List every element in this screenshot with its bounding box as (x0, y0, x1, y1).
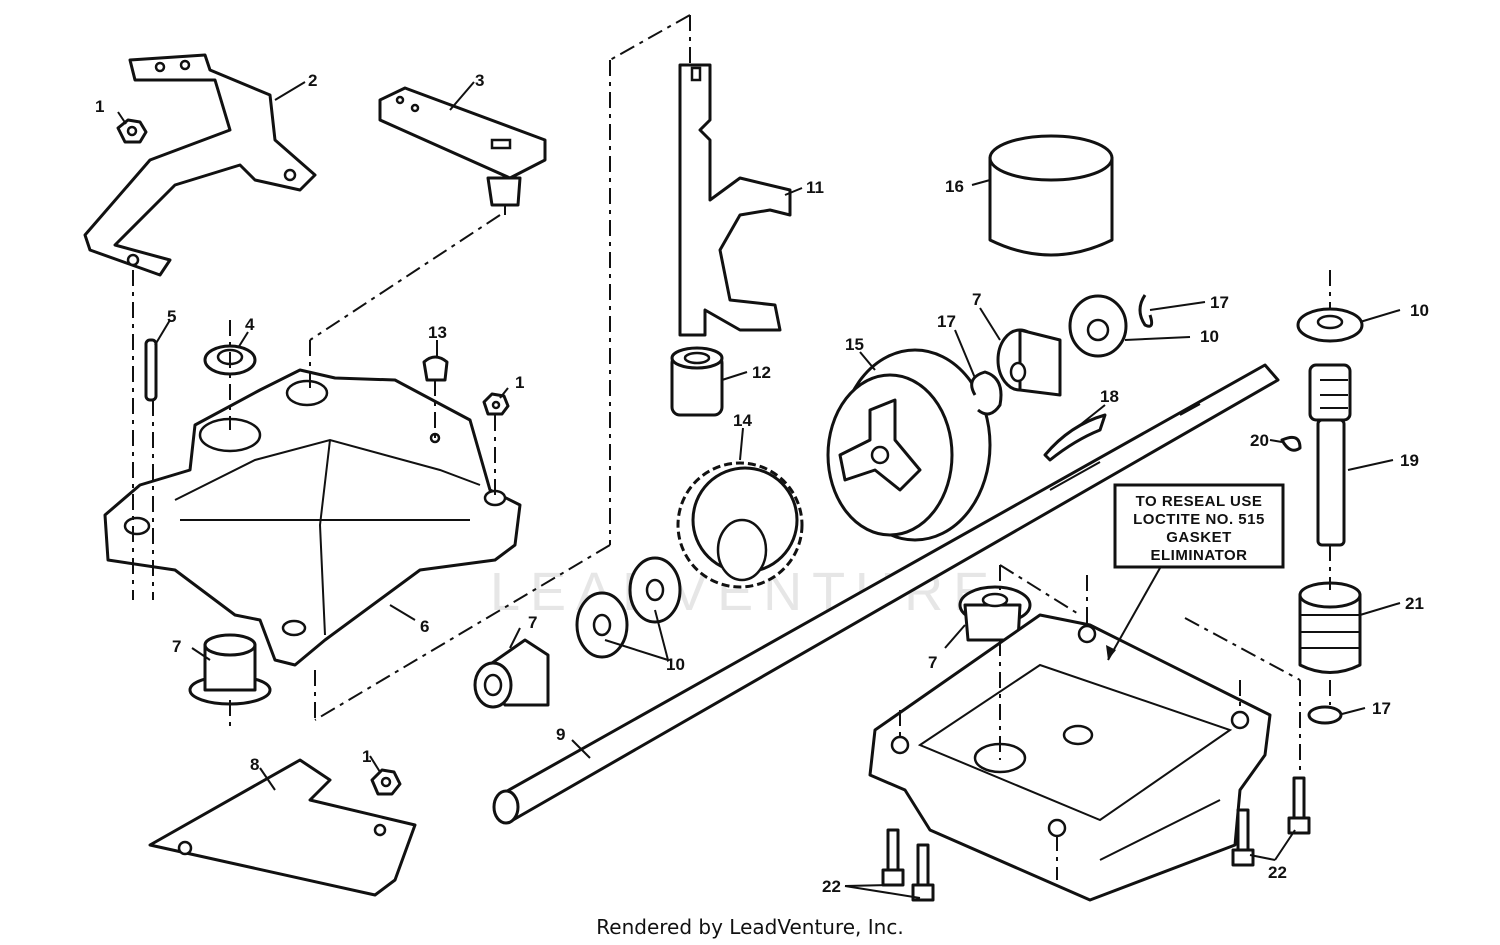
part-13-plug (422, 355, 449, 382)
assembly-lines (132, 14, 1331, 880)
callout-8: 8 (250, 755, 259, 774)
callout-3: 3 (475, 71, 484, 90)
callout-10: 10 (1410, 301, 1429, 320)
part-10-washer-upper (1068, 294, 1128, 358)
note-line-3: GASKET (1166, 529, 1232, 546)
part-10-washer-2 (628, 556, 682, 624)
part-1-nut-top (116, 118, 148, 144)
callout-16: 16 (945, 177, 964, 196)
part-21-worm (1298, 581, 1362, 674)
part-7-bearing-upper (996, 328, 1062, 397)
callout-17: 17 (1210, 293, 1229, 312)
callout-17: 17 (1372, 699, 1391, 718)
part-16-cup (988, 134, 1114, 257)
callout-1: 1 (515, 373, 524, 392)
part-22-bolt-2 (911, 843, 935, 902)
callout-1: 1 (95, 97, 104, 116)
part-22-bolt-3 (1231, 808, 1255, 867)
callout-5: 5 (167, 307, 176, 326)
callout-19: 19 (1400, 451, 1419, 470)
callout-7: 7 (172, 637, 181, 656)
callout-15: 15 (845, 335, 864, 354)
callout-13: 13 (428, 323, 447, 342)
callout-1: 1 (362, 747, 371, 766)
part-1-nut-right (482, 392, 510, 416)
callout-2: 2 (308, 71, 317, 90)
note-line-2: LOCTITE NO. 515 (1133, 511, 1265, 528)
part-5-pin (144, 338, 158, 402)
part-22-bolt-4 (1287, 776, 1311, 835)
callout-17: 17 (937, 312, 956, 331)
callout-22: 22 (1268, 863, 1287, 882)
callout-7: 7 (528, 613, 537, 632)
part-19-worm-shaft (1308, 363, 1352, 547)
part-22-bolt-1 (881, 828, 905, 887)
part-9-shaft (492, 363, 1280, 825)
reseal-note: TO RESEAL USE LOCTITE NO. 515 GASKET ELI… (1106, 483, 1285, 661)
part-1-nut-bottom (370, 768, 402, 796)
part-6-housing-cover (103, 368, 522, 667)
callout-14: 14 (733, 411, 752, 430)
footer-credit: Rendered by LeadVenture, Inc. (596, 915, 903, 939)
part-10-washer-right (1296, 307, 1364, 343)
callout-10: 10 (1200, 327, 1219, 346)
callout-6: 6 (420, 617, 429, 636)
part-14-gear (676, 461, 804, 589)
callout-4: 4 (245, 315, 255, 334)
part-17-clip-upper (1138, 294, 1154, 328)
note-line-1: TO RESEAL USE (1136, 493, 1263, 510)
part-17-clip-left (970, 370, 1003, 416)
part-17-clip-lower (1307, 705, 1343, 725)
callout-7: 7 (972, 290, 981, 309)
part-18-key (1043, 413, 1107, 462)
part-7-bearing-center (958, 585, 1032, 642)
callout-22: 22 (822, 877, 841, 896)
leader-lines (117, 81, 1401, 899)
callout-11: 11 (806, 178, 824, 197)
callout-20: 20 (1250, 431, 1269, 450)
callout-21: 21 (1405, 594, 1424, 613)
part-20-key (1280, 435, 1302, 452)
note-line-4: ELIMINATOR (1151, 547, 1248, 564)
callout-labels: 1 2 3 4 5 13 1 6 7 8 1 11 12 14 7 10 9 1… (95, 71, 1429, 896)
callout-18: 18 (1100, 387, 1119, 406)
part-2-bracket (83, 53, 317, 277)
part-11-shift-fork (678, 63, 792, 337)
part-7-bearing-left (188, 633, 272, 706)
part-12-spacer (670, 346, 724, 417)
part-10-washer-1 (575, 591, 629, 659)
part-3-lever (378, 86, 547, 215)
callout-10: 10 (666, 655, 685, 674)
callout-7: 7 (928, 653, 937, 672)
callout-12: 12 (752, 363, 771, 382)
part-8-plate (148, 758, 417, 897)
callout-9: 9 (556, 725, 565, 744)
part-7-bearing-shaft (473, 638, 550, 709)
part-15-pulley (826, 348, 992, 542)
